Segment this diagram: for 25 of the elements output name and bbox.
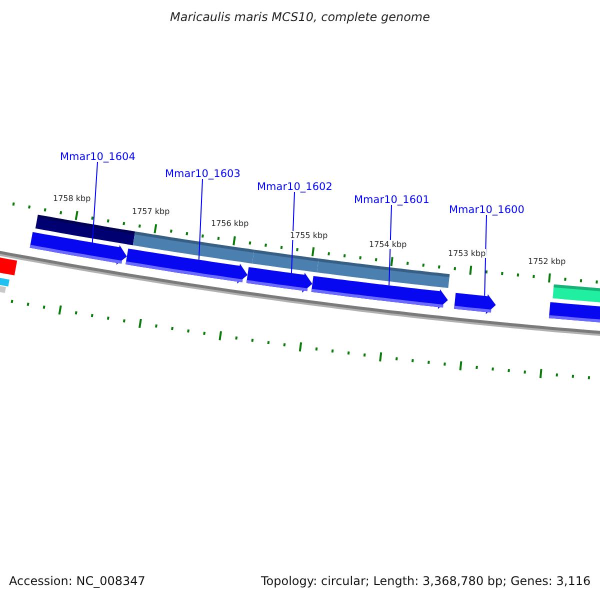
footer-text: Accession: NC_008347	[9, 574, 146, 588]
leader-line	[92, 162, 98, 244]
diagram-title: Maricaulis maris MCS10, complete genome	[169, 10, 431, 24]
scale-label: 1756 kbp	[211, 219, 249, 228]
gene-feature	[311, 276, 448, 309]
footer-text: Topology: circular; Length: 3,368,780 bp; Genes: 3,116	[261, 574, 591, 588]
gene-label: Mmar10_1602	[257, 181, 332, 193]
gene-feature	[454, 292, 496, 314]
gene-feature	[30, 232, 127, 265]
leader-line	[484, 214, 487, 296]
scale-label: 1758 kbp	[53, 194, 91, 203]
scale-label: 1757 kbp	[132, 207, 170, 216]
gene-label: Mmar10_1600	[449, 204, 524, 216]
gene-label: Mmar10_1601	[354, 194, 430, 206]
scale-label: 1752 kbp	[528, 257, 566, 266]
gene-feature	[126, 248, 248, 284]
leader-line	[388, 204, 392, 286]
gene-label: Mmar10_1604	[60, 151, 136, 163]
leader-line	[290, 192, 295, 274]
scale-label: 1753 kbp	[448, 249, 486, 258]
scale-label: 1755 kbp	[290, 231, 328, 240]
leader-line	[198, 178, 203, 260]
gene-feature	[246, 267, 312, 293]
scale-label: 1754 kbp	[369, 240, 407, 249]
gene-label: Mmar10_1603	[165, 168, 240, 180]
